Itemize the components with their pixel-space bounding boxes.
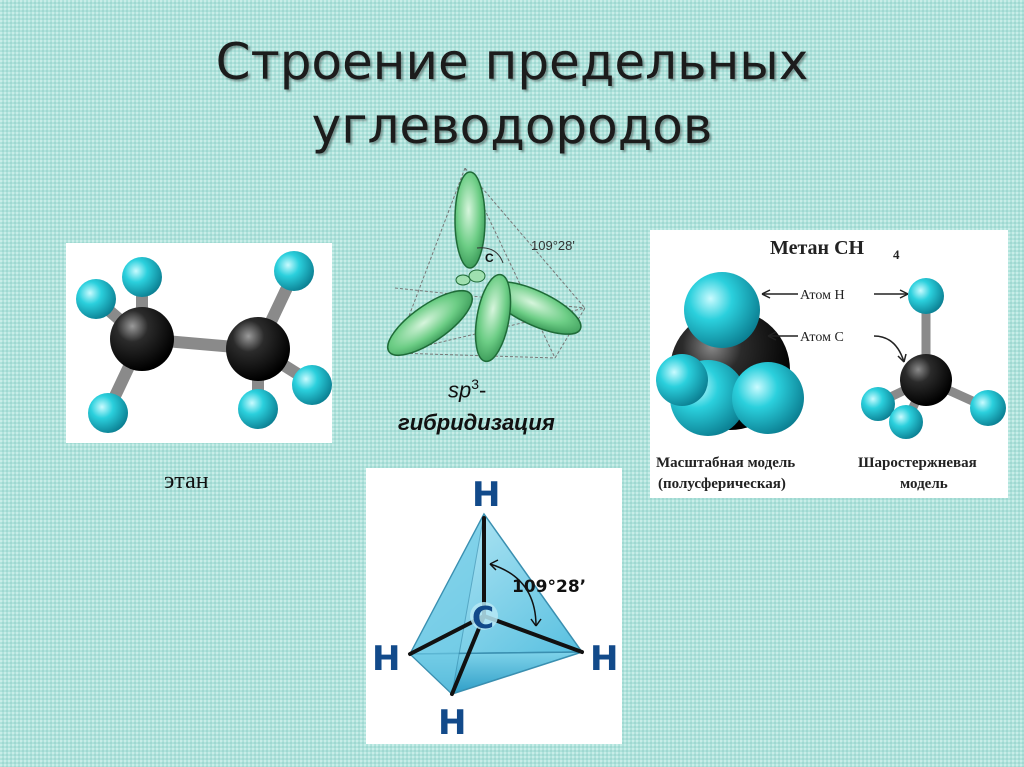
- ball-model-caption-line-2: модель: [900, 476, 948, 492]
- hydrogen-atom: [274, 251, 314, 291]
- hybridization-label: гибридизация: [398, 410, 555, 435]
- hydrogen-atom: [292, 365, 332, 405]
- methane-models-drawing: Метан CH 4 Атом Н Атом С: [656, 237, 1006, 492]
- methane-models-image: Метан CH 4 Атом Н Атом С: [650, 230, 1008, 498]
- scale-model-caption-line-1: Масштабная модель: [656, 455, 795, 471]
- tetrahedron-diagram: C H H H H 109°28’: [366, 468, 622, 744]
- tetrahedron-drawing: C H H H H 109°28’: [372, 475, 618, 743]
- sp3-prefix: sp: [448, 377, 472, 403]
- methane-heading: Метан CH: [770, 237, 865, 259]
- hydrogen-atom: [238, 389, 278, 429]
- ethane-label: этан: [164, 468, 209, 494]
- hydrogen-atom: [76, 279, 116, 319]
- tetra-angle-label: 109°28’: [512, 577, 586, 597]
- atom-h-label: Атом Н: [800, 288, 845, 303]
- hydrogen-atom: [122, 257, 162, 297]
- tetra-h-left: H: [372, 639, 400, 679]
- carbon-atom: [110, 307, 174, 371]
- slide-title: Строение предельных углеводородов: [0, 30, 1024, 158]
- tetra-h-right: H: [590, 639, 618, 679]
- orbital-angle-label: 109°28': [531, 238, 575, 253]
- orbital-lobe: [387, 290, 473, 356]
- space-filling-model: [656, 272, 804, 436]
- tetra-h-top: H: [472, 475, 500, 515]
- atom-c-label: Атом С: [800, 330, 844, 345]
- hydrogen-atom: [88, 393, 128, 433]
- orbital-lobe: [454, 171, 486, 269]
- ethane-model-image: [66, 243, 332, 443]
- scale-model-caption-line-2: (полусферическая): [658, 476, 786, 492]
- slide-title-line-2: углеводородов: [311, 97, 713, 155]
- carbon-atom: [226, 317, 290, 381]
- orbital-carbon-label: C: [485, 251, 494, 265]
- sp3-suffix: -: [479, 377, 487, 403]
- tetra-carbon-label: C: [472, 601, 494, 636]
- slide-title-line-1: Строение предельных: [215, 33, 809, 91]
- ethane-model-drawing: [76, 251, 332, 433]
- sp3-orbital-diagram: C 109°28': [385, 168, 615, 368]
- sp3-label: sp3-: [448, 376, 486, 403]
- orbital-lobe: [474, 273, 512, 363]
- sp3-superscript: 3: [471, 376, 480, 392]
- ball-model-caption-line-1: Шаростержневая: [858, 455, 977, 471]
- sp3-orbital-drawing: C 109°28': [387, 168, 586, 363]
- ball-and-stick-model: [861, 278, 1006, 439]
- tetra-h-bottom: H: [438, 703, 466, 743]
- methane-heading-subscript: 4: [893, 247, 900, 262]
